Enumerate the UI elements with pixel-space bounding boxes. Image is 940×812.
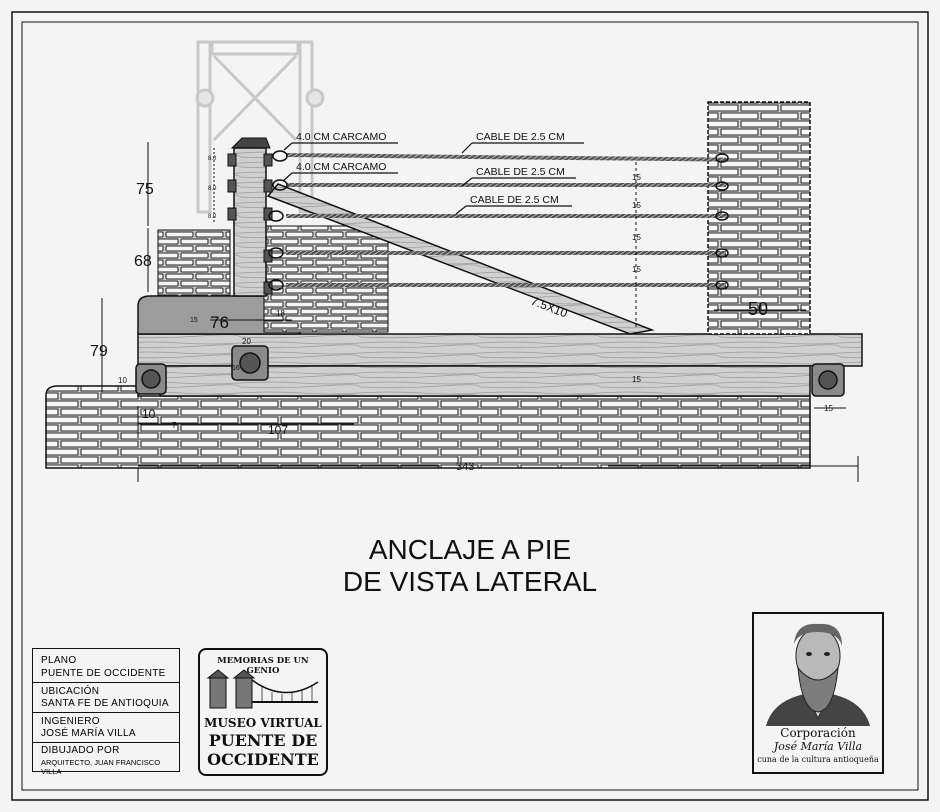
dim-15-beam: 15: [632, 375, 641, 384]
cable-label-3: CABLE DE 2.5 CM: [470, 194, 559, 206]
cable-label-1: CABLE DE 2.5 CM: [476, 131, 565, 143]
dim-107: 107: [268, 423, 288, 437]
label-leaders: [283, 142, 584, 215]
bridge-icon: [206, 669, 319, 709]
dimension-lines: [101, 142, 859, 482]
cable-label-2: CABLE DE 2.5 CM: [476, 166, 565, 178]
left-brick-stack: [157, 229, 231, 297]
ingeniero-key: INGENIERO: [41, 716, 100, 727]
logo-line3: OCCIDENTE: [207, 750, 319, 769]
ingeniero-value: JOSÉ MARÍA VILLA: [41, 728, 136, 739]
drawing-title-line1: ANCLAJE A PIE: [368, 534, 572, 565]
dim-68: 68: [134, 253, 152, 270]
post-spacing-1: 8.0: [208, 156, 217, 162]
cables: [268, 150, 729, 291]
drawing-title-line2: DE VISTA LATERAL: [342, 566, 598, 597]
tower-background: [195, 40, 325, 214]
post-spacing-3: 8.0: [208, 214, 217, 220]
corporation-portrait: Corporación José María Villa cuna de la …: [752, 612, 884, 774]
dibujado-value: ARQUITECTO, JUAN FRANCISCO VILLA: [41, 758, 161, 776]
title-block: PLANO PUENTE DE OCCIDENTE UBICACIÓN SANT…: [32, 648, 180, 776]
divider: [33, 682, 179, 683]
museum-logo: MEMORIAS DE UN GENIO MUSEO VIRTUAL PUENT…: [198, 648, 328, 776]
dim-18: 18: [276, 309, 285, 318]
spacing-4: 15: [632, 265, 641, 274]
dim-76: 76: [210, 313, 229, 332]
dim-343: 343: [456, 461, 474, 473]
plano-key: PLANO: [41, 655, 77, 666]
ubicacion-value: SANTA FE DE ANTIOQUIA: [41, 698, 169, 709]
logo-line1: MUSEO VIRTUAL: [204, 716, 322, 730]
center-brick-stack: [263, 225, 389, 333]
logo-line2: PUENTE DE: [208, 731, 318, 750]
spacing-1: 15: [632, 173, 641, 182]
dim-20: 20: [242, 337, 251, 346]
post-spacing-2: 8.0: [208, 186, 217, 192]
dim-15-right: 15: [824, 404, 833, 413]
corporation-tagline: cuna de la cultura antioqueña: [757, 755, 879, 764]
dibujado-key: DIBUJADO POR: [41, 745, 120, 756]
dim-10-wall: 10: [142, 407, 156, 421]
cable-label-carcamo-2: 4.0 CM CARCAMO: [296, 161, 386, 173]
ubicacion-key: UBICACIÓN: [41, 686, 100, 697]
divider: [33, 712, 179, 713]
dim-7: 7: [172, 421, 177, 430]
portrait-image: [766, 623, 870, 726]
dim-10-top: 10: [118, 376, 127, 385]
plano-value: PUENTE DE OCCIDENTE: [41, 668, 166, 679]
dim-75: 75: [136, 181, 154, 198]
cable-label-carcamo-1: 4.0 CM CARCAMO: [296, 131, 386, 143]
corporation-person: José María Villa: [773, 740, 863, 753]
divider: [33, 742, 179, 743]
spacing-2: 15: [632, 201, 641, 210]
foundation-wall: [45, 385, 811, 469]
log-ends: [135, 345, 845, 397]
spacing-3: 15: [632, 233, 641, 242]
dim-79: 79: [90, 343, 108, 360]
dim-50: 50: [748, 299, 768, 319]
corporation-name: Corporación: [780, 726, 856, 740]
anchor-post: [227, 137, 273, 297]
logo-tagline: MEMORIAS DE UN GENIO: [217, 656, 309, 676]
dim-15-base: 15: [190, 317, 198, 324]
dim-16: 16: [232, 365, 240, 372]
